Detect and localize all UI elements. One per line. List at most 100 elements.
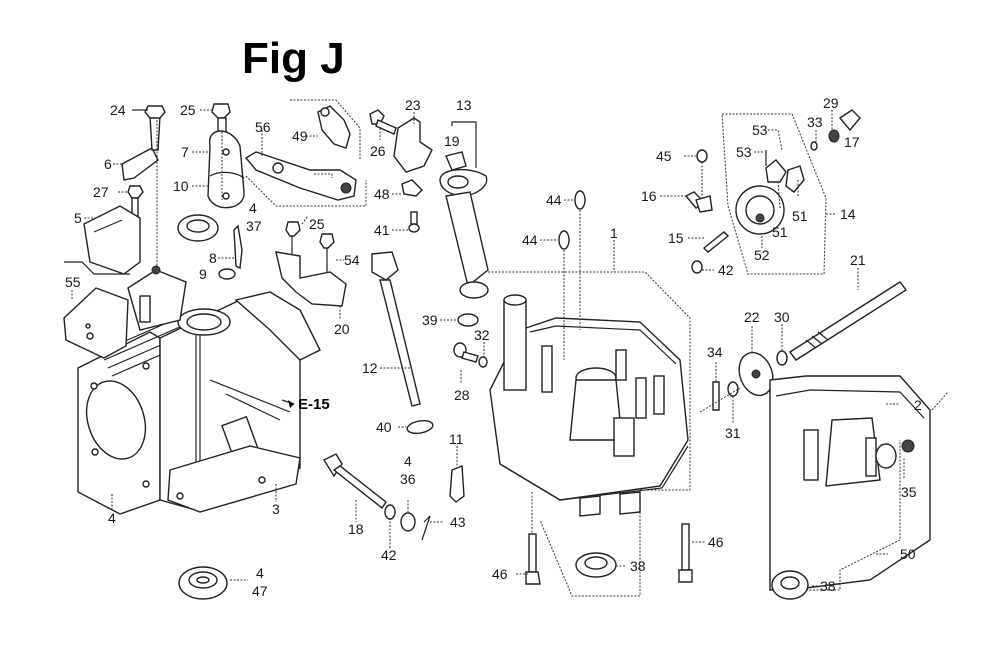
callout-56: 56 bbox=[255, 119, 271, 135]
washer-30 bbox=[776, 350, 788, 366]
gear-22 bbox=[738, 351, 774, 397]
bearing-47 bbox=[178, 566, 228, 600]
callout-55: 55 bbox=[65, 274, 81, 290]
callout-3: 3 bbox=[272, 501, 280, 517]
clip-8 bbox=[233, 224, 243, 270]
oring-39 bbox=[457, 313, 479, 327]
callout-53: 53 bbox=[752, 122, 768, 138]
callout-43: 43 bbox=[450, 514, 466, 530]
callout-44: 44 bbox=[546, 192, 562, 208]
callout-40: 40 bbox=[376, 419, 392, 435]
callout-32: 32 bbox=[474, 327, 490, 343]
bracket-23 bbox=[393, 117, 433, 173]
dowel-44b bbox=[558, 230, 570, 360]
washer-31 bbox=[727, 381, 739, 397]
callout-4: 4 bbox=[108, 510, 116, 526]
callout-38: 38 bbox=[820, 578, 836, 594]
callout-15: 15 bbox=[668, 230, 684, 246]
callout-10: 10 bbox=[173, 178, 189, 194]
callout-5: 5 bbox=[74, 210, 82, 226]
camshaft-21 bbox=[788, 281, 908, 361]
cylinder-block bbox=[77, 265, 321, 515]
callout-4: 4 bbox=[404, 453, 412, 469]
callout-16: 16 bbox=[641, 188, 657, 204]
callout-29: 29 bbox=[823, 95, 839, 111]
callout-35: 35 bbox=[901, 484, 917, 500]
crankcase-2 bbox=[769, 375, 949, 591]
seal-37 bbox=[177, 214, 219, 242]
callout-27: 27 bbox=[93, 184, 109, 200]
governor-assembly-14 bbox=[721, 113, 827, 275]
callout-6: 6 bbox=[104, 156, 112, 172]
bolt-46a bbox=[525, 492, 541, 585]
callout-24: 24 bbox=[110, 102, 126, 118]
pin-43 bbox=[421, 515, 431, 541]
callout-45: 45 bbox=[656, 148, 672, 164]
cross-reference-e15[interactable]: E-15 bbox=[298, 396, 330, 413]
callout-8: 8 bbox=[209, 250, 217, 266]
callout-21: 21 bbox=[850, 252, 866, 268]
washer-42 bbox=[384, 504, 396, 520]
callout-37: 37 bbox=[246, 218, 262, 234]
oil-filler-tube-13 bbox=[439, 121, 489, 299]
callout-12: 12 bbox=[362, 360, 378, 376]
bolt-26 bbox=[369, 109, 397, 135]
dipstick-12 bbox=[371, 251, 421, 407]
callout-19: 19 bbox=[444, 133, 460, 149]
figure-title: Fig J bbox=[242, 34, 345, 83]
seal-38b bbox=[771, 570, 809, 600]
callout-42: 42 bbox=[718, 262, 734, 278]
callout-34: 34 bbox=[707, 344, 723, 360]
callout-25: 25 bbox=[180, 102, 196, 118]
crankcase-cover-1 bbox=[488, 271, 691, 597]
seal-36 bbox=[400, 512, 416, 532]
callout-38: 38 bbox=[630, 558, 646, 574]
callout-52: 52 bbox=[754, 247, 770, 263]
leader-lines bbox=[71, 109, 905, 587]
callout-36: 36 bbox=[400, 471, 416, 487]
callout-53: 53 bbox=[736, 144, 752, 160]
bracket-49 bbox=[290, 99, 361, 160]
bolt-28-32 bbox=[453, 342, 488, 368]
callout-51: 51 bbox=[792, 208, 808, 224]
parts-29-33-17 bbox=[810, 109, 861, 151]
bracket-20 bbox=[275, 221, 347, 307]
rod-18 bbox=[322, 453, 387, 510]
pin-15 bbox=[702, 231, 730, 253]
dowel-44a bbox=[574, 190, 586, 330]
callout-49: 49 bbox=[292, 128, 308, 144]
callout-9: 9 bbox=[199, 266, 207, 282]
spring-34 bbox=[699, 381, 741, 413]
bolt-45-16 bbox=[684, 149, 713, 213]
callout-13: 13 bbox=[456, 97, 472, 113]
callout-47: 47 bbox=[252, 583, 268, 599]
callout-4: 4 bbox=[256, 565, 264, 581]
oring-40 bbox=[406, 419, 434, 435]
callout-17: 17 bbox=[844, 134, 860, 150]
callout-39: 39 bbox=[422, 312, 438, 328]
callout-31: 31 bbox=[725, 425, 741, 441]
callout-48: 48 bbox=[374, 186, 390, 202]
callout-30: 30 bbox=[774, 309, 790, 325]
callout-4: 4 bbox=[249, 200, 257, 216]
fitting-48 bbox=[401, 179, 423, 197]
callout-20: 20 bbox=[334, 321, 350, 337]
cover-55 bbox=[63, 261, 130, 359]
callout-labels: 24 25 56 49 6 7 27 10 4 37 5 8 9 25 54 5… bbox=[65, 95, 922, 599]
plug-11 bbox=[449, 464, 465, 503]
bracket-6 bbox=[121, 105, 166, 268]
washer-42c bbox=[691, 260, 703, 274]
callout-33: 33 bbox=[807, 114, 823, 130]
callout-23: 23 bbox=[405, 97, 421, 113]
callout-22: 22 bbox=[744, 309, 760, 325]
callout-54: 54 bbox=[344, 252, 360, 268]
callout-26: 26 bbox=[370, 143, 386, 159]
callout-46: 46 bbox=[708, 534, 724, 550]
callout-41: 41 bbox=[374, 222, 390, 238]
callout-28: 28 bbox=[454, 387, 470, 403]
plate-7-10 bbox=[207, 103, 245, 209]
callout-25: 25 bbox=[309, 216, 325, 232]
callout-2: 2 bbox=[914, 397, 922, 413]
cover-5 bbox=[83, 185, 144, 275]
